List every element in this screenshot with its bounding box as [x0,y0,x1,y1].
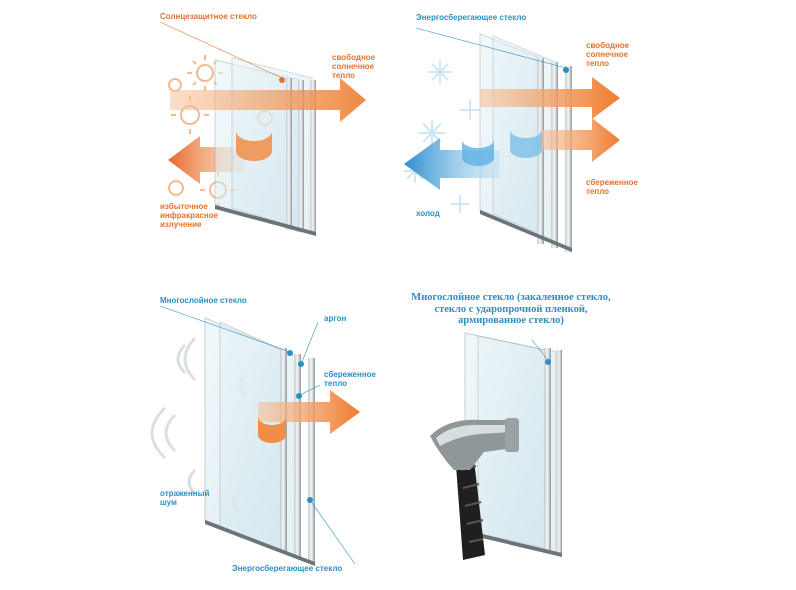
energy-saved-heat-label: сбереженное тепло [586,178,638,196]
impact-title: Многослойное стекло (закаленное стекло, … [411,292,611,326]
laminated-saved-heat-label: сбереженное тепло [324,370,376,388]
impact-panel [430,332,562,560]
laminated-title: Многослойное стекло [160,296,247,305]
snowflake-icon [404,60,480,213]
double-glass-unit [204,317,315,566]
energy-glass-label: Энергосберегающее стекло [232,564,343,573]
solar-infrared-label: избыточное инфракрасное излучение [160,202,219,229]
argon-label: аргон [324,314,347,323]
cold-arrow-icon [404,130,542,190]
reflected-noise-label: отраженный шум [160,489,210,507]
solar-free-heat-label: свободное солнечное тепло [332,53,376,80]
heat-arrow-icon [480,77,620,162]
energy-title: Энергосберегающее стекло [416,13,527,22]
laminated-panel [150,305,360,566]
heat-arrow-icon [258,390,360,443]
solar-panel [159,21,366,236]
energy-panel [404,27,620,252]
energy-free-heat-label: свободное солнечное тепло [586,41,630,68]
energy-cold-label: холод [416,209,440,218]
hammer-icon [430,418,519,560]
heat-arrow-icon [170,78,366,161]
solar-title: Солнцезащитное стекло [160,12,257,21]
